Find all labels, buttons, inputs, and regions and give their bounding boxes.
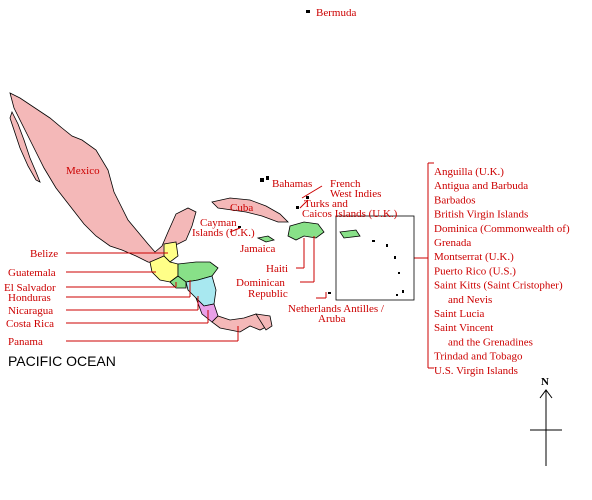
label-mexico: Mexico [66,165,100,177]
caribbean-list-item: Anguilla (U.K.) [434,166,504,178]
bermuda-shape [306,10,310,13]
guatemala-shape [149,255,179,283]
label-turks: Turks and [304,198,348,210]
label-bermuda: Bermuda [316,7,356,19]
compass: N [530,376,562,466]
cayman-shape [238,226,241,228]
label-cayman: Cayman [200,217,237,229]
bahamas-shape [260,178,264,182]
lesser-antilles-dots [328,240,404,296]
puerto-rico-shape [339,229,361,239]
label-dominican-republic: Dominican [236,277,285,289]
caribbean-list-item: Dominica (Commonwealth of) [434,223,570,235]
caribbean-list-item: Saint Kitts (Saint Cristopher) [434,280,563,292]
mexico-shape [9,92,197,265]
compass-arrow-icon [539,389,553,399]
label-costa-rica: Costa Rica [6,318,54,330]
caribbean-list-item: Puerto Rico (U.S.) [434,265,516,277]
caribbean-islands-list: Anguilla (U.K.) Antigua and BarbudaBarbad… [434,166,570,377]
label-aruba: Aruba [318,313,346,325]
label-el-salvador: El Salvador [4,282,56,294]
label-french-west-indies-2: West Indies [330,188,381,200]
caribbean-list-item: Barbados [434,194,476,206]
caribbean-list-item: Antigua and Barbuda [434,180,528,192]
label-panama: Panama [8,336,43,348]
caribbean-list-item: Montserrat (U.K.) [434,251,514,263]
label-turks-2: Caicos Islands (U.K.) [302,208,398,220]
belize-shape [163,241,179,263]
caribbean-list-item: and Nevis [448,294,492,306]
label-dominican-republic-2: Republic [248,288,288,300]
lesser-antilles-box [335,215,415,301]
label-pacific-ocean: PACIFIC OCEAN [8,353,116,369]
bahamas-shape [266,176,269,180]
label-haiti: Haiti [266,263,288,275]
jamaica-shape [256,235,275,243]
caribbean-list-item: U.S. Virgin Islands [434,365,518,377]
bahamas-shape [306,196,309,199]
caribbean-list-item: and the Grenadines [448,336,533,348]
leader-lines [66,162,434,369]
cuba-shape [211,197,289,223]
caribbean-list-item: Grenada [434,237,471,249]
bahamas-shape [296,206,299,209]
caribbean-list-item: Saint Vincent [434,322,493,334]
label-jamaica: Jamaica [240,243,276,255]
label-cuba: Cuba [230,202,253,214]
label-guatemala: Guatemala [8,267,56,279]
label-cayman-2: Islands (U.K.) [192,227,255,239]
caribbean-list-item: Trindad and Tobago [434,351,523,363]
caribbean-list-item: British Virgin Islands [434,209,528,221]
label-nicaragua: Nicaragua [8,305,53,317]
south-america-edge-shape [255,313,273,331]
compass-north-label: N [541,376,549,388]
label-honduras: Honduras [8,292,51,304]
hispaniola-shape [287,221,325,241]
label-french-west-indies: French [330,178,361,190]
caribbean-list-item: Saint Lucia [434,308,485,320]
label-bahamas: Bahamas [272,178,312,190]
label-netherlands-antilles: Netherlands Antilles / [288,303,385,315]
label-belize: Belize [30,248,58,260]
baja-california-shape [9,110,41,183]
